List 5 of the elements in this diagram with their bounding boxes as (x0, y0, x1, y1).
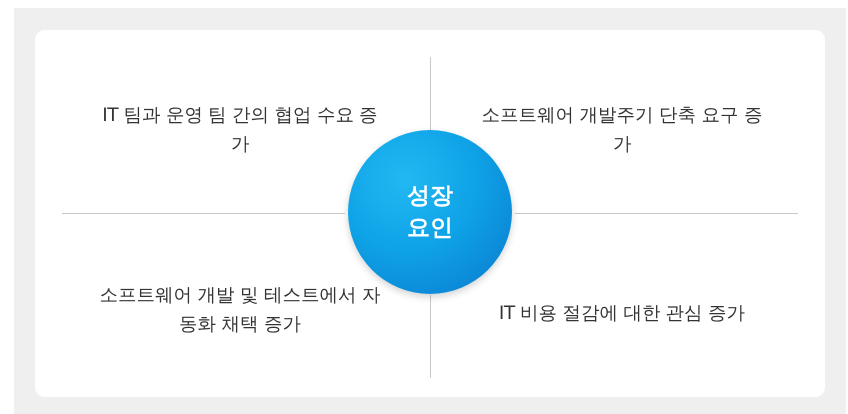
factor-text: 소프트웨어 개발 및 테스트에서 자동화 채택 증가 (98, 284, 382, 337)
factor-text: 소프트웨어 개발주기 단축 요구 증가 (480, 104, 764, 157)
circle-label: 성장 요인 (406, 182, 454, 243)
factor-text: IT 비용 절감에 대한 관심 증가 (498, 302, 746, 326)
factor-text: IT 팀과 운영 팀 간의 협업 수요 증가 (101, 104, 379, 157)
